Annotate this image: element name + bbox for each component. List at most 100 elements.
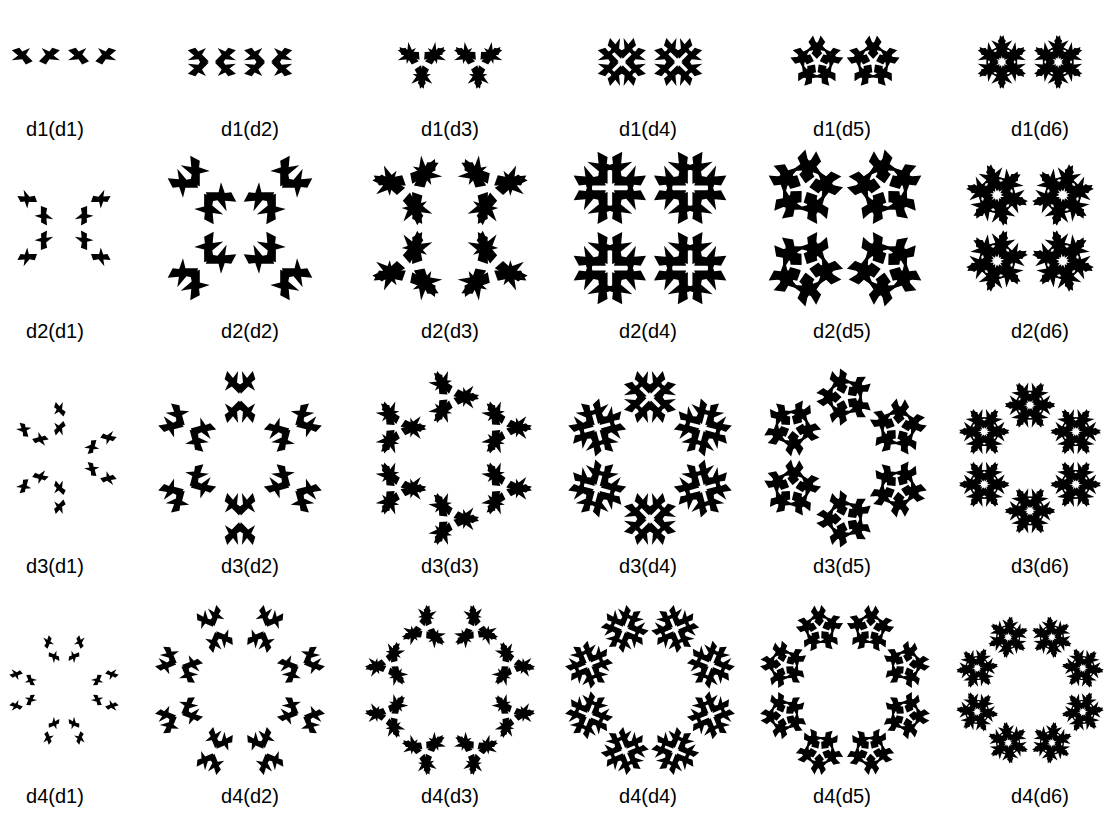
motif-blade <box>978 458 1003 486</box>
motif-blade <box>987 475 1011 494</box>
motif-blade <box>610 256 651 293</box>
motif-blade <box>469 228 501 266</box>
motif-blade <box>620 375 652 404</box>
motif-blade <box>846 174 881 202</box>
motif-rosette <box>556 386 639 469</box>
motif-rosette <box>184 41 240 82</box>
motif-blade <box>481 458 510 490</box>
motif-rosette <box>255 393 330 462</box>
motif-rosette <box>11 464 54 500</box>
motif-blade <box>706 712 733 739</box>
motif-blade <box>610 163 651 200</box>
motif-blade <box>370 257 408 289</box>
motif-rosette <box>556 683 621 748</box>
motif-rosette <box>554 132 667 245</box>
motif-blade <box>182 655 204 673</box>
motif-rosette <box>1004 485 1056 537</box>
motif-blade <box>267 56 296 83</box>
motif-blade <box>648 390 680 419</box>
motif-blade <box>490 256 531 293</box>
motif-blade <box>475 623 500 645</box>
motif-blade <box>977 161 1007 194</box>
motif-blade <box>643 367 672 399</box>
motif-blade <box>867 410 897 437</box>
motif-blade <box>820 743 845 765</box>
motif-blade <box>678 227 715 268</box>
motif-rosette <box>87 664 123 691</box>
motif-blade <box>286 486 317 519</box>
motif-blade <box>687 710 714 737</box>
motif-blade <box>860 34 882 60</box>
motif-rosette <box>1004 379 1056 431</box>
motif-rosette <box>815 488 876 549</box>
motif-blade <box>770 665 792 690</box>
motif-blade <box>601 746 628 773</box>
motif-blade <box>267 151 302 190</box>
motif-blade <box>1045 638 1063 659</box>
motif-blade <box>505 417 532 439</box>
motif-rosette <box>1024 715 1080 772</box>
motif-blade <box>803 628 827 654</box>
motif-rosette <box>150 393 225 462</box>
motif-blade <box>1061 705 1082 723</box>
motif-blade <box>233 489 262 521</box>
motif-rosette <box>838 718 904 784</box>
motif-blade <box>490 662 516 689</box>
rosette-figure <box>8 41 120 68</box>
motif-blade <box>627 741 649 759</box>
motif-blade <box>277 708 299 726</box>
rosette-figure <box>750 366 939 549</box>
motif-rosette <box>218 489 263 549</box>
motif-blade <box>400 478 427 500</box>
motif-blade <box>182 708 204 726</box>
motif-rosette <box>8 41 64 68</box>
motif-blade <box>889 457 918 488</box>
motif-rosette <box>949 449 1020 520</box>
motif-blade <box>479 458 510 491</box>
motif-blade <box>74 228 96 253</box>
motif-rosette <box>255 454 330 523</box>
motif-rosette <box>10 223 61 274</box>
motif-blade <box>567 478 594 500</box>
motif-blade <box>453 508 480 530</box>
motif-blade <box>403 151 445 194</box>
motif-blade <box>474 733 501 758</box>
motif-blade <box>32 228 54 253</box>
figure-label: d2(d4) <box>619 320 677 342</box>
figure-label: d4(d4) <box>619 785 677 807</box>
motif-rosette <box>751 683 817 749</box>
motif-blade <box>815 388 843 411</box>
motif-blade <box>1007 737 1030 758</box>
motif-blade <box>978 483 1003 511</box>
motif-blade <box>1006 725 1029 747</box>
motif-blade <box>82 458 102 479</box>
motif-blade <box>157 641 184 668</box>
motif-blade <box>202 243 241 278</box>
motif-rosette <box>789 34 846 90</box>
motif-blade <box>399 733 426 758</box>
motif-blade <box>643 517 672 549</box>
motif-blade <box>1004 395 1028 414</box>
rosette-figure <box>748 131 941 326</box>
motif-blade <box>479 425 510 458</box>
motif-blade <box>1053 261 1083 294</box>
motif-blade <box>202 179 241 214</box>
motif-blade <box>844 375 876 405</box>
motif-blade <box>1070 429 1097 457</box>
motif-rosette <box>10 182 61 233</box>
rosette-figure <box>184 41 296 82</box>
motif-blade <box>373 397 404 430</box>
motif-blade <box>481 397 510 429</box>
motif-rosette <box>1055 640 1112 696</box>
motif-rosette <box>787 596 853 662</box>
motif-blade <box>1030 737 1053 758</box>
motif-blade <box>585 188 622 229</box>
motif-rosette <box>392 598 453 661</box>
motif-rosette <box>426 489 480 549</box>
motif-blade <box>411 64 432 89</box>
figure-label: d3(d6) <box>1011 555 1069 577</box>
motif-blade <box>180 425 211 458</box>
motif-blade <box>978 405 1003 433</box>
motif-rosette <box>845 34 902 90</box>
motif-rosette <box>856 386 939 469</box>
